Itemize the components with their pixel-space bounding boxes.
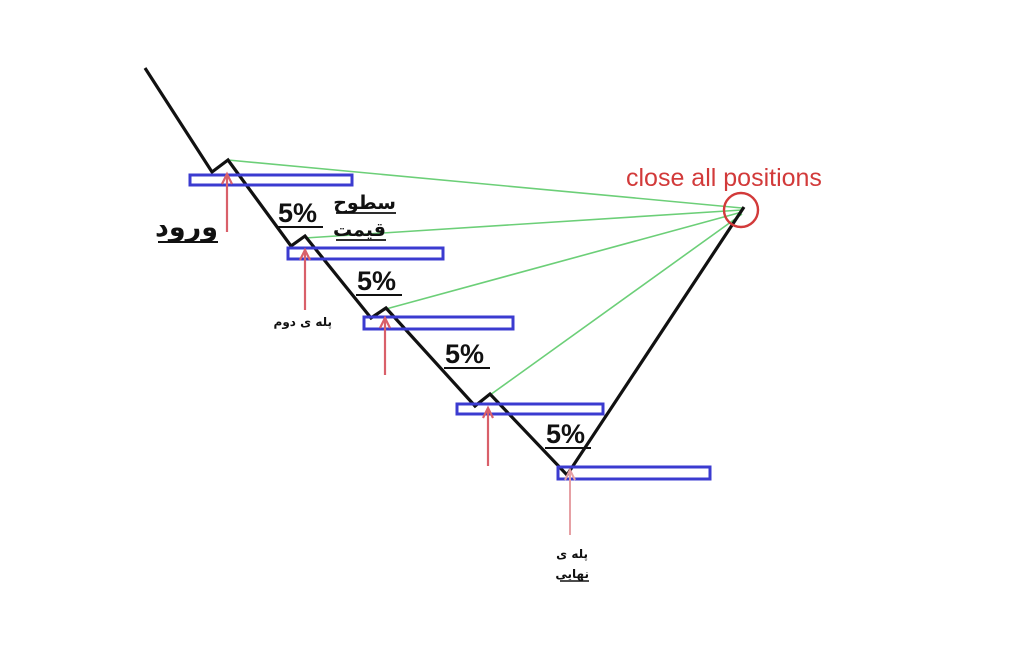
price-level-box-step-2	[286, 246, 445, 261]
price-path	[143, 67, 746, 478]
final-step-label-line1: پله ی	[556, 547, 588, 561]
close-all-label: close all positions	[626, 164, 822, 192]
arrow-up-icon	[379, 315, 391, 375]
step-label-2: 5%	[357, 266, 396, 296]
arrow-up-icon	[221, 171, 233, 232]
price-level-boxes	[188, 173, 712, 481]
target-lines	[227, 159, 743, 396]
entry-label: ورود	[155, 212, 218, 243]
entry-arrows	[221, 171, 576, 535]
step-label-4: 5%	[546, 419, 585, 449]
step-label-3: 5%	[445, 339, 484, 369]
close-positions-marker	[722, 191, 760, 229]
arrow-up-icon	[564, 467, 576, 535]
price-level-box-entry	[188, 173, 354, 187]
step-labels: 5% 5% 5% 5%	[277, 198, 591, 449]
price-level-box-step-3	[362, 315, 515, 331]
second-step-label: پله ی دوم	[274, 315, 332, 330]
price-level-box-final	[556, 465, 712, 481]
price-levels-label-line1: سطوح	[333, 192, 396, 214]
step-label-1: 5%	[278, 198, 317, 228]
arrow-up-icon	[299, 247, 311, 310]
price-levels-label-line2: قیمت	[333, 219, 386, 241]
target-line-step-3	[385, 211, 743, 310]
target-line-step-4	[489, 213, 743, 396]
final-step-label-line2: نهایی	[555, 567, 589, 581]
target-line-step-2	[304, 209, 743, 239]
price-level-box-step-4	[455, 402, 605, 416]
target-line-entry	[227, 159, 743, 209]
arrow-up-icon	[482, 405, 494, 466]
